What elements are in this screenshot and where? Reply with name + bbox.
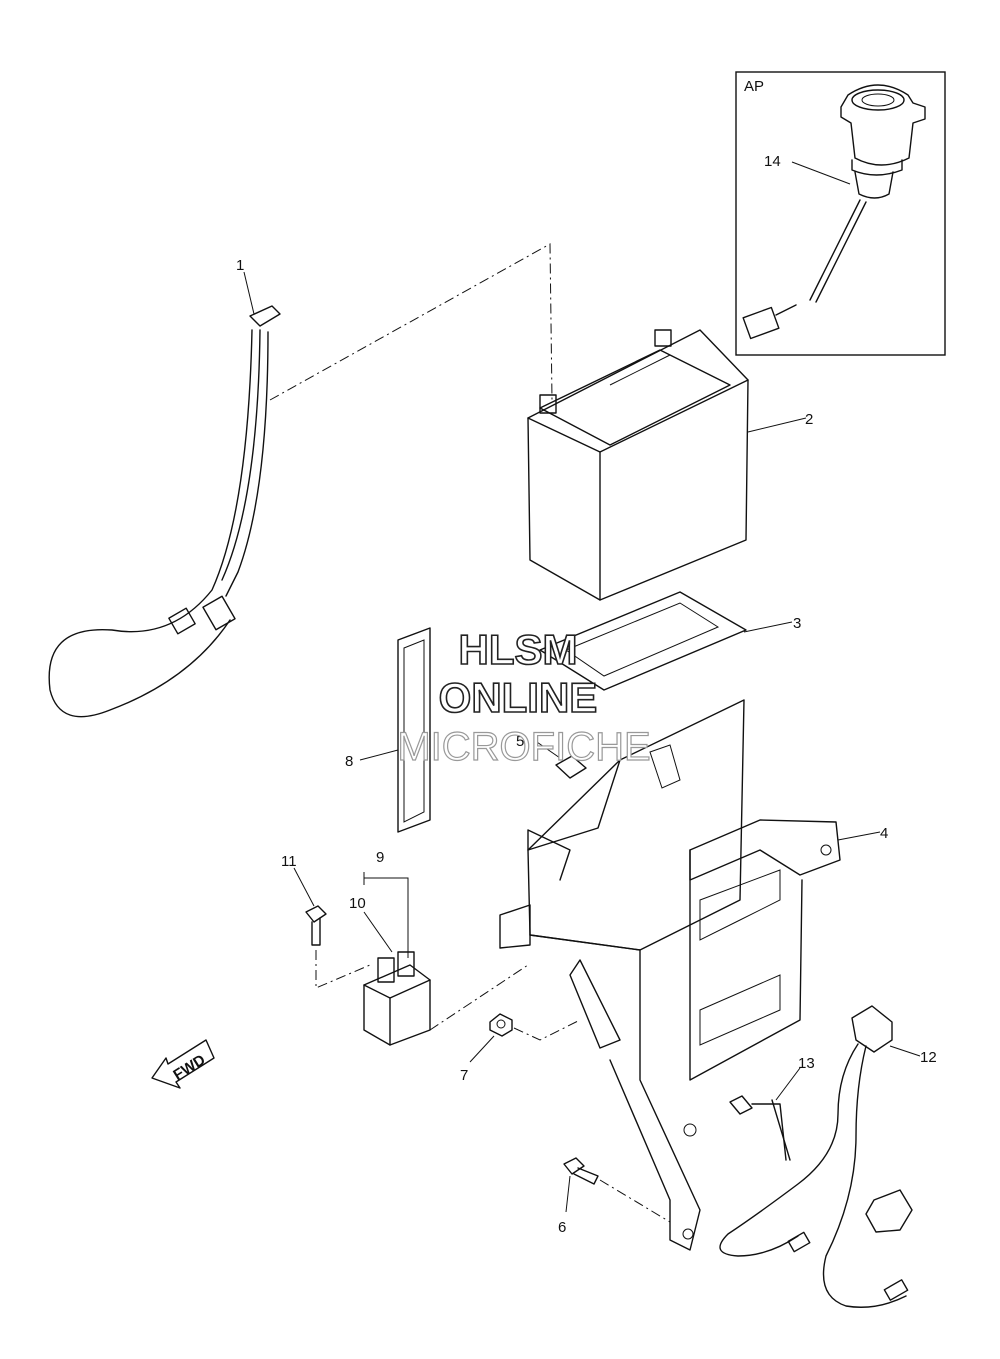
callout-5: 5 bbox=[516, 733, 524, 750]
watermark-line3: MICROFICHE bbox=[397, 725, 650, 769]
fwd-label: FWD bbox=[170, 1051, 208, 1084]
watermark-line2: ONLINE bbox=[439, 674, 598, 721]
callout-1: 1 bbox=[236, 257, 244, 274]
harness-12 bbox=[719, 1005, 913, 1308]
bolt-11 bbox=[305, 905, 371, 989]
callout-3: 3 bbox=[793, 615, 801, 632]
fwd-arrow-icon: FWD bbox=[151, 1039, 215, 1089]
nut-7 bbox=[489, 1013, 581, 1041]
watermark-line1: HLSM bbox=[459, 626, 578, 673]
watermark: HLSM ONLINE MICROFICHE bbox=[397, 625, 652, 769]
callout-14: 14 bbox=[764, 153, 781, 170]
battery-cable-1 bbox=[48, 243, 553, 718]
starter-relay-9 bbox=[363, 951, 529, 1046]
bolt-6 bbox=[563, 1157, 671, 1223]
battery-pad-3 bbox=[539, 591, 747, 691]
callout-12: 12 bbox=[920, 1049, 937, 1066]
clip-5 bbox=[555, 744, 681, 789]
battery-2 bbox=[527, 329, 749, 601]
callout-9: 9 bbox=[376, 849, 384, 866]
callout-11: 11 bbox=[281, 853, 297, 870]
band-8 bbox=[397, 627, 431, 833]
battery-box-4 bbox=[499, 699, 841, 1251]
callout-10: 10 bbox=[349, 895, 366, 912]
callout-13: 13 bbox=[798, 1055, 815, 1072]
callout-4: 4 bbox=[880, 825, 888, 842]
callout-6: 6 bbox=[558, 1219, 566, 1236]
lead-13 bbox=[729, 1095, 791, 1161]
accessory-socket-14 bbox=[742, 84, 926, 340]
callout-7: 7 bbox=[460, 1067, 468, 1084]
inset-ap: AP 14 bbox=[735, 71, 946, 356]
inset-label: AP bbox=[744, 78, 764, 95]
callout-2: 2 bbox=[805, 411, 813, 428]
callout-8: 8 bbox=[345, 753, 353, 770]
